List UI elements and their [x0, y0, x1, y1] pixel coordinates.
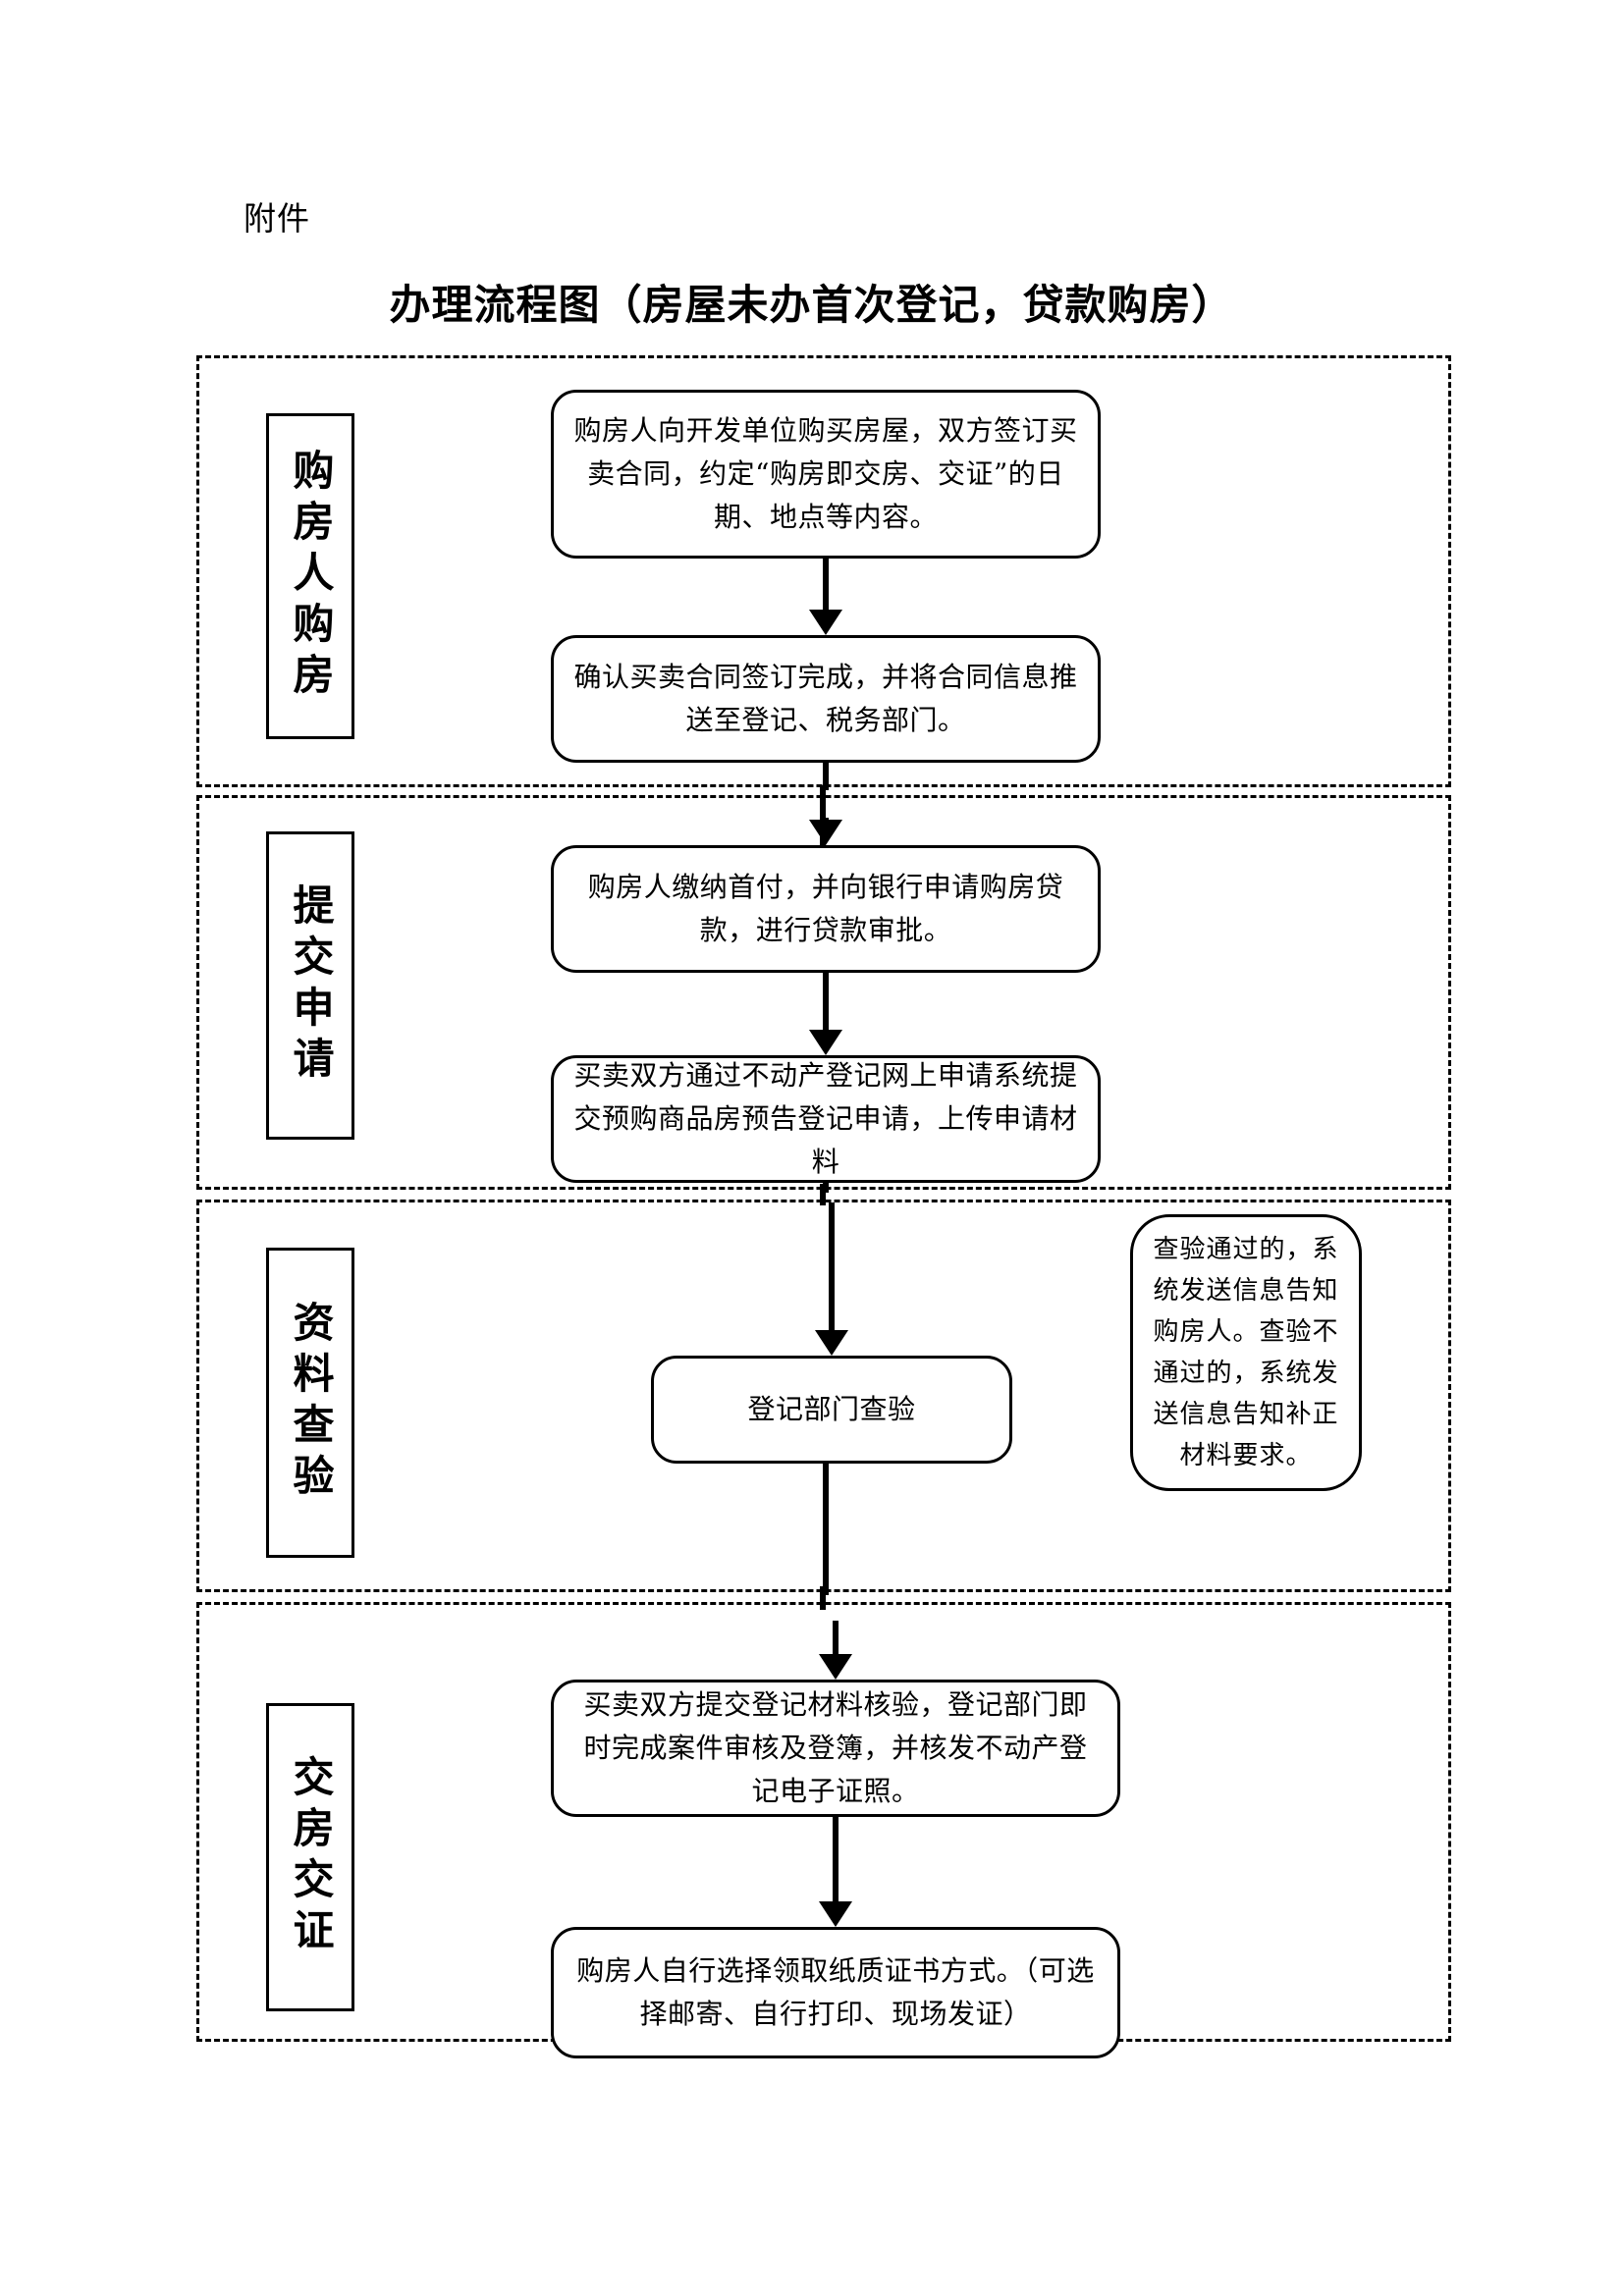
arrow-shaft-stage2-to-stage3 [820, 1586, 826, 1610]
arrow-connector [551, 973, 1101, 1055]
arrow-head [819, 1654, 852, 1680]
process-box-purchase-contract: 购房人向开发单位购买房屋，双方签订买卖合同，约定“购房即交房、交证”的日期、地点… [551, 390, 1101, 559]
arrow-shaft [823, 818, 829, 820]
process-box-paper-certificate-delivery: 购房人自行选择领取纸质证书方式。（可选择邮寄、自行打印、现场发证） [551, 1927, 1120, 2058]
arrow-shaft [823, 973, 829, 1030]
note-box-text: 查验通过的，系统发送信息告知购房人。查验不通过的，系统发送信息告知补正材料要求。 [1153, 1234, 1339, 1471]
stage-label-text: 购房人购房 [287, 449, 336, 704]
stage-label-text: 提交申请 [287, 883, 336, 1088]
arrow-shaft-stage1-to-stage2 [820, 1184, 826, 1205]
note-box-verification-result: 查验通过的，系统发送信息告知购房人。查验不通过的，系统发送信息告知补正材料要求。 [1130, 1214, 1362, 1491]
process-box-online-advance-registration: 买卖双方通过不动产登记网上申请系统提交预购商品房预告登记申请，上传申请材料 [551, 1055, 1101, 1183]
arrow-head [809, 610, 842, 635]
arrow-shaft [833, 1817, 839, 1901]
process-box-text: 登记部门查验 [747, 1393, 916, 1426]
process-box-text: 购房人自行选择领取纸质证书方式。（可选择邮寄、自行打印、现场发证） [576, 1953, 1095, 2030]
stage-section-handover-certificate: 交房交证 买卖双方提交登记材料核验，登记部门即时完成案件审核及登簿，并核发不动产… [196, 1602, 1451, 2058]
process-box-contract-confirm: 确认买卖合同签订完成，并将合同信息推送至登记、税务部门。 [551, 635, 1101, 763]
stage-label-box-buyer-purchase: 购房人购房 [266, 413, 354, 739]
arrow-connector [551, 1621, 1120, 1680]
arrow-shaft-stage0-exit [823, 763, 829, 790]
stage-label-box-material-verification: 资料查验 [266, 1248, 354, 1558]
process-box-registration-review: 买卖双方提交登记材料核验，登记部门即时完成案件审核及登簿，并核发不动产登记电子证… [551, 1680, 1120, 1817]
arrow-connector [651, 1202, 1012, 1356]
page-title: 办理流程图（房屋未办首次登记，贷款购房） [389, 281, 1234, 329]
stage-label-text: 交房交证 [287, 1755, 336, 1959]
process-box-text: 买卖双方提交登记材料核验，登记部门即时完成案件审核及登簿，并核发不动产登记电子证… [583, 1687, 1088, 1808]
arrow-shaft-stage1-exit [823, 1183, 829, 1193]
stage-label-box-handover-certificate: 交房交证 [266, 1703, 354, 2011]
attachment-label: 附件 [243, 199, 310, 238]
arrow-shaft [829, 1202, 835, 1330]
arrow-connector [551, 1817, 1120, 1927]
arrow-head [815, 1330, 848, 1356]
arrow-head [809, 1030, 842, 1055]
arrow-head [809, 820, 842, 845]
process-box-text: 买卖双方通过不动产登记网上申请系统提交预购商品房预告登记申请，上传申请材料 [573, 1058, 1078, 1179]
arrow-shaft [823, 559, 829, 610]
stage-section-buyer-purchase: 购房人购房 购房人向开发单位购买房屋，双方签订买卖合同，约定“购房即交房、交证”… [196, 355, 1451, 790]
arrow-head [819, 1901, 852, 1927]
process-box-down-payment-loan: 购房人缴纳首付，并向银行申请购房贷款，进行贷款审批。 [551, 845, 1101, 973]
stage-section-material-verification: 资料查验 登记部门查验 查验通过的，系统发送信息告知购房人。查验不通过的，系统发… [196, 1200, 1451, 1595]
process-box-text: 购房人向开发单位购买房屋，双方签订买卖合同，约定“购房即交房、交证”的日期、地点… [573, 413, 1078, 534]
process-box-text: 购房人缴纳首付，并向银行申请购房贷款，进行贷款审批。 [587, 870, 1064, 946]
stage-label-box-submit-application: 提交申请 [266, 831, 354, 1140]
process-box-text: 确认买卖合同签订完成，并将合同信息推送至登记、税务部门。 [573, 660, 1078, 736]
process-box-registry-verification: 登记部门查验 [651, 1356, 1012, 1464]
arrow-connector [551, 559, 1101, 635]
arrow-shaft [833, 1621, 839, 1654]
stage-label-text: 资料查验 [287, 1301, 336, 1505]
arrow-connector [551, 818, 1101, 845]
stage-section-submit-application: 提交申请 购房人缴纳首付，并向银行申请购房贷款，进行贷款审批。 买卖双方通过不动… [196, 795, 1451, 1193]
arrow-shaft-stage2-exit [823, 1464, 829, 1595]
